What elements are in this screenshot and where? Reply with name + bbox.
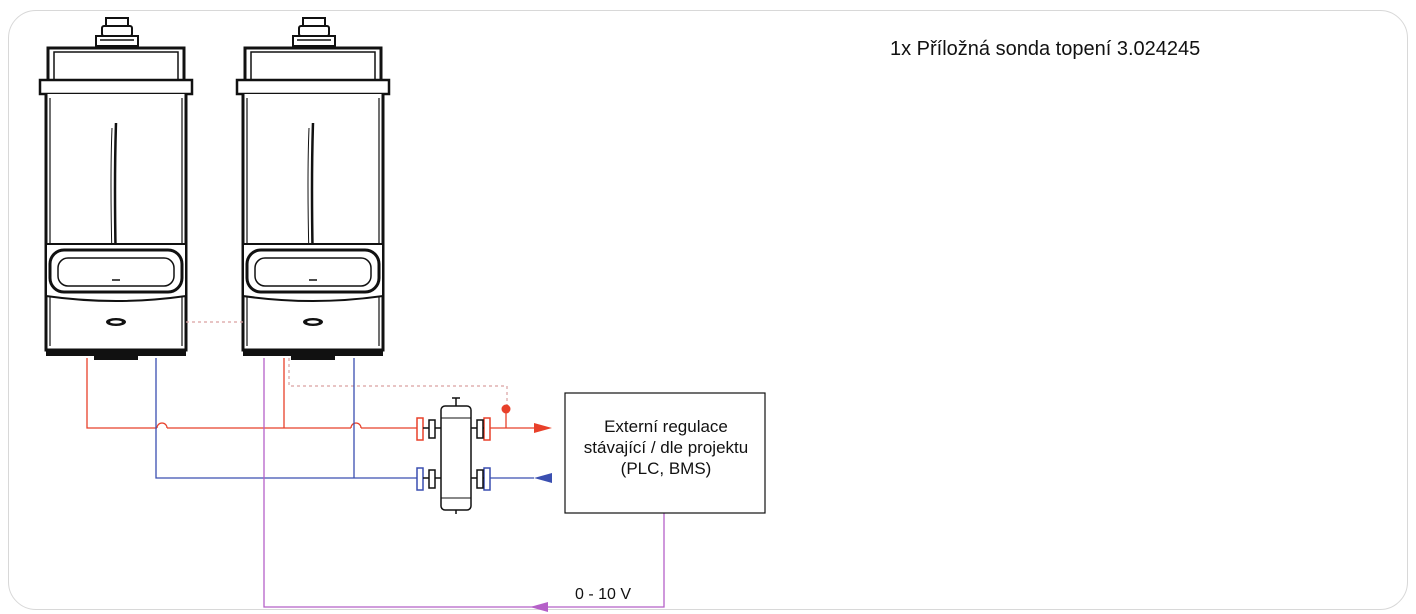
- signal-label: 0 - 10 V: [575, 586, 632, 603]
- probe-sensor: [501, 404, 511, 428]
- hydraulic-separator: [416, 397, 491, 514]
- regulator-box: [564, 392, 766, 514]
- return-pipes: [155, 358, 534, 479]
- flow-arrow-icon: [534, 423, 552, 433]
- regulator-line-1: Externí regulace: [604, 417, 728, 436]
- signal-arrow-icon: [530, 602, 548, 612]
- probe-wire: [186, 321, 508, 406]
- boiler-1: [38, 16, 194, 362]
- signal-line: [263, 358, 665, 608]
- regulator-label: Externí regulace stávající / dle projekt…: [566, 416, 766, 479]
- boiler-2: [235, 16, 391, 362]
- regulator-line-2: stávající / dle projektu: [583, 438, 749, 457]
- return-arrow-icon: [534, 473, 552, 483]
- diagram-frame: [8, 10, 1408, 610]
- flow-pipes: [86, 358, 534, 429]
- probe-note: 1x Příložná sonda topení 3.024245: [890, 38, 1201, 60]
- regulator-line-3: (PLC, BMS): [620, 459, 712, 478]
